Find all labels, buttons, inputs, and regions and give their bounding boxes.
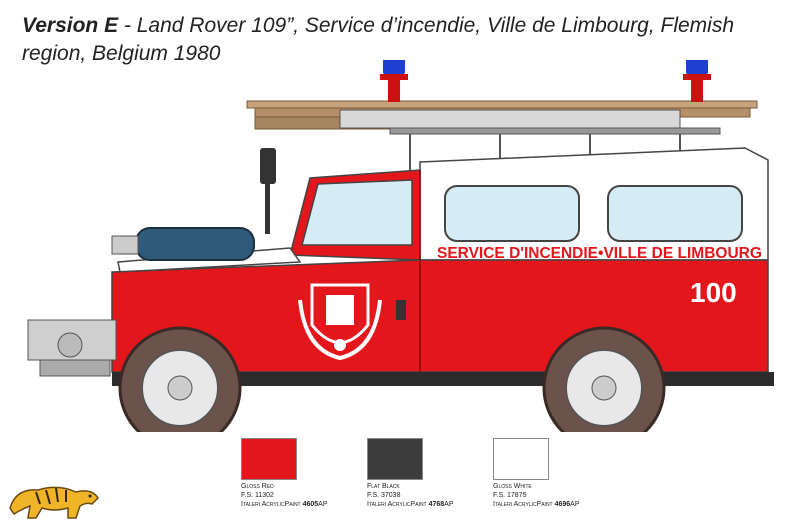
beacon-icon <box>380 60 408 102</box>
wheel-icon <box>118 326 242 432</box>
beacon-icon <box>683 60 711 102</box>
windshield <box>301 179 413 246</box>
swatch-code-suffix: AP <box>318 501 328 508</box>
roof-ladder <box>246 100 758 172</box>
swatch-fs: F.S. 11302 <box>241 492 274 499</box>
swatch-name: Flat Black <box>367 483 400 490</box>
swatch-name: Gloss Red <box>241 483 274 490</box>
tiger-logo-icon <box>9 486 99 519</box>
color-swatch-gloss-white: Gloss White F.S. 17875 Italeri AcrylicPa… <box>493 438 631 509</box>
swatch-code-suffix: AP <box>444 501 454 508</box>
swatch-code: 4696 <box>554 501 571 508</box>
page-title: Version E - Land Rover 109”, Service d’i… <box>22 12 762 68</box>
side-lettering: SERVICE D'INCENDIE•VILLE DE LIMBOURG <box>437 245 762 262</box>
swatch-code: 4768 <box>428 501 445 508</box>
side-window <box>607 185 743 242</box>
swatch-code-suffix: AP <box>570 501 580 508</box>
side-window <box>444 185 580 242</box>
vehicle-number: 100 <box>690 277 737 308</box>
front-winch <box>27 319 117 377</box>
swatch-brand: Italeri AcrylicPaint <box>241 501 301 508</box>
version-description: - Land Rover 109”, Service d’incendie, V… <box>22 14 735 65</box>
spare-tire-icon <box>111 227 255 261</box>
swatch-fs: F.S. 37038 <box>367 492 401 499</box>
swatch-code: 4605 <box>302 501 319 508</box>
color-swatch-gloss-red: Gloss Red F.S. 11302 Italeri AcrylicPain… <box>241 438 379 509</box>
version-label: Version E <box>22 14 119 37</box>
vehicle-illustration: SERVICE D'INCENDIE•VILLE DE LIMBOURG 100 <box>27 60 774 432</box>
crest-icon <box>298 283 382 361</box>
swatch-chip <box>493 438 549 480</box>
swatch-brand: Italeri AcrylicPaint <box>367 501 427 508</box>
wheel-icon <box>542 326 666 432</box>
swatch-name: Gloss White <box>493 483 532 490</box>
swatch-chip <box>367 438 423 480</box>
swatch-fs: F.S. 17875 <box>493 492 527 499</box>
swatch-brand: Italeri AcrylicPaint <box>493 501 553 508</box>
color-swatch-flat-black: Flat Black F.S. 37038 Italeri AcrylicPai… <box>367 438 505 509</box>
door-handle <box>396 300 406 320</box>
swatch-chip <box>241 438 297 480</box>
mirror <box>260 148 276 184</box>
